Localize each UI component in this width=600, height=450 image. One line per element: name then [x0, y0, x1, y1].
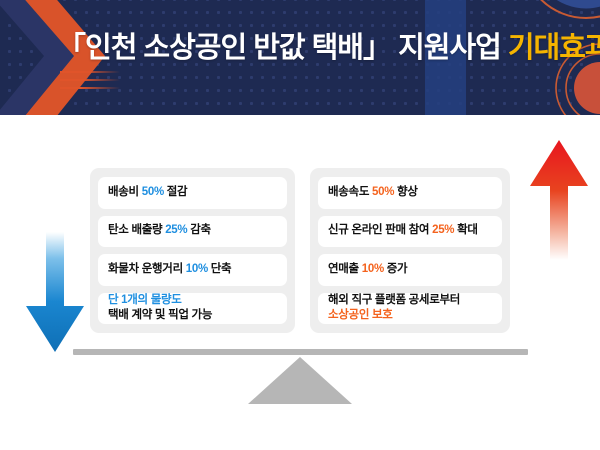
header-banner: 「인천 소상공인 반값 택배」 지원사업 기대효과	[0, 0, 600, 115]
benefit-text-line: 소상공인 보호	[328, 308, 492, 324]
triangle-fulcrum-icon	[248, 357, 352, 404]
benefit-text-line: 탄소 배출량 25% 감축	[108, 223, 277, 239]
benefit-highlight: 50%	[141, 185, 164, 198]
benefit-text: 탄소 배출량	[108, 224, 166, 237]
benefit-card: 화물차 운행거리 10% 단축	[98, 254, 287, 286]
benefit-highlight: 50%	[372, 185, 395, 198]
arrow-up-icon	[528, 138, 590, 260]
benefit-text: 연매출	[328, 262, 362, 275]
benefit-card: 연매출 10% 증가	[318, 254, 502, 286]
benefit-text: 택배 계약 및 픽업 가능	[108, 309, 213, 322]
benefit-text-line: 연매출 10% 증가	[328, 262, 492, 278]
benefit-card: 신규 온라인 판매 참여 25% 확대	[318, 215, 502, 247]
benefit-text: 향상	[394, 185, 418, 198]
benefit-text: 배송비	[108, 185, 142, 198]
benefit-text: 배송속도	[328, 185, 373, 198]
benefit-highlight: 10%	[361, 262, 384, 275]
title-bracket-close: 」	[363, 32, 392, 64]
benefit-text: 신규 온라인 판매 참여	[328, 224, 433, 237]
benefit-text: 확대	[454, 224, 478, 237]
title-main: 인천 소상공인 반값 택배	[85, 32, 364, 64]
benefit-text: 절감	[163, 185, 188, 198]
benefit-text-line: 화물차 운행거리 10% 단축	[108, 262, 277, 278]
benefit-text: 단축	[207, 262, 232, 275]
circle-decoration	[468, 0, 600, 115]
benefit-highlight: 단 1개의 물량도	[108, 293, 182, 306]
benefit-text-line: 해외 직구 플랫폼 공세로부터	[328, 293, 492, 309]
benefit-text: 해외 직구 플랫폼 공세로부터	[328, 293, 461, 306]
benefit-highlight: 소상공인 보호	[328, 309, 393, 322]
benefit-highlight: 25%	[165, 224, 188, 237]
benefit-text: 화물차 운행거리	[108, 262, 186, 275]
header-accent-band	[425, 0, 466, 115]
title-bracket-open: 「	[57, 32, 86, 64]
benefit-text-line: 신규 온라인 판매 참여 25% 확대	[328, 223, 492, 239]
benefit-text: 감축	[187, 224, 211, 237]
benefit-text: 증가	[383, 262, 408, 275]
benefit-highlight: 10%	[185, 262, 208, 275]
title-underline-marks	[60, 70, 122, 94]
page-title: 「인천 소상공인 반값 택배」 지원사업 기대효과	[57, 24, 600, 66]
title-mid: 지원사업	[398, 32, 502, 64]
benefit-card: 배송속도 50% 향상	[318, 177, 502, 209]
benefit-text-line: 택배 계약 및 픽업 가능	[108, 308, 277, 324]
arrow-down-icon	[24, 232, 86, 354]
benefit-text-line: 배송속도 50% 향상	[328, 185, 492, 201]
benefit-card: 배송비 50% 절감	[98, 177, 287, 209]
chevron-decoration	[0, 0, 105, 115]
balance-beam-icon	[73, 349, 528, 355]
benefit-highlight: 25%	[432, 224, 455, 237]
title-accent: 기대효과	[507, 32, 600, 64]
benefit-card: 탄소 배출량 25% 감축	[98, 215, 287, 247]
benefit-text-line: 단 1개의 물량도	[108, 293, 277, 309]
benefit-text-line: 배송비 50% 절감	[108, 185, 277, 201]
